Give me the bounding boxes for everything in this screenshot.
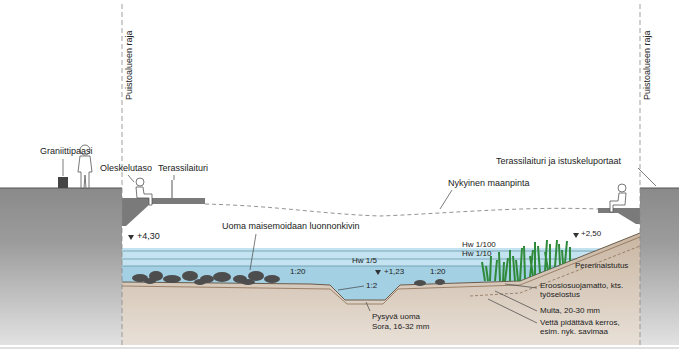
right-terrace-deck: [598, 208, 640, 224]
annotation-label: +1,23: [384, 268, 404, 277]
annotation-label: Eroosiosuojamatto, kts. työselostus: [540, 282, 632, 300]
granite-block: [58, 177, 68, 188]
hw-5-line: [122, 266, 560, 267]
annotation-label: Sora, 16-32 mm: [372, 323, 429, 332]
annotation-label: +4,30: [137, 232, 160, 242]
annotation-label: Nykyinen maanpinta: [448, 179, 530, 189]
level-marker: [375, 270, 381, 275]
annotation-label: Perennaistutus: [575, 262, 628, 271]
boundary-label: Puistoalueen raja: [643, 30, 653, 100]
leader-lines: [63, 159, 656, 323]
topsoil-layer: [122, 237, 640, 304]
annotation-label: Graniittipaasi: [40, 147, 93, 157]
right-ground: [640, 188, 679, 345]
park-boundary: [640, 4, 641, 345]
annotation-label: Pysyvä uoma: [372, 313, 420, 322]
people: [78, 145, 626, 212]
annotation-label: Terassilaituri ja istuskeluportaat: [496, 157, 621, 167]
annotation-label: Vettä pidättävä kerros, esim. nyk. savim…: [540, 319, 638, 337]
annotation-label: Hw 1/5: [352, 257, 377, 266]
soil-ground: [122, 233, 640, 345]
channel-bed: [122, 233, 640, 300]
base-line: [0, 348, 679, 349]
railing: [172, 180, 173, 198]
annotation-label: 1:20: [290, 268, 306, 277]
annotation-label: Hw 1/10: [462, 250, 491, 259]
left-terrace-deck: [122, 198, 205, 226]
park-boundary: [122, 4, 123, 345]
left-ground: [0, 188, 122, 345]
annotation-label: 1:20: [430, 268, 446, 277]
level-marker: [128, 235, 134, 240]
boundary-label: Puistoalueen raja: [125, 30, 135, 100]
existing-ground-line: [205, 204, 598, 216]
annotation-label: Multa, 20-30 mm: [540, 307, 600, 316]
level-marker: [573, 233, 579, 238]
annotation-label: Uoma maisemoidaan luonnonkivin: [222, 222, 360, 232]
annotation-label: Hw 1/100: [462, 241, 496, 250]
annotation-label: +2,50: [581, 230, 601, 239]
annotation-label: Oleskelutaso: [100, 164, 152, 174]
annotation-label: Terassilaituri: [158, 164, 208, 174]
annotation-label: 1:2: [366, 282, 377, 291]
right-surface: [640, 188, 679, 189]
